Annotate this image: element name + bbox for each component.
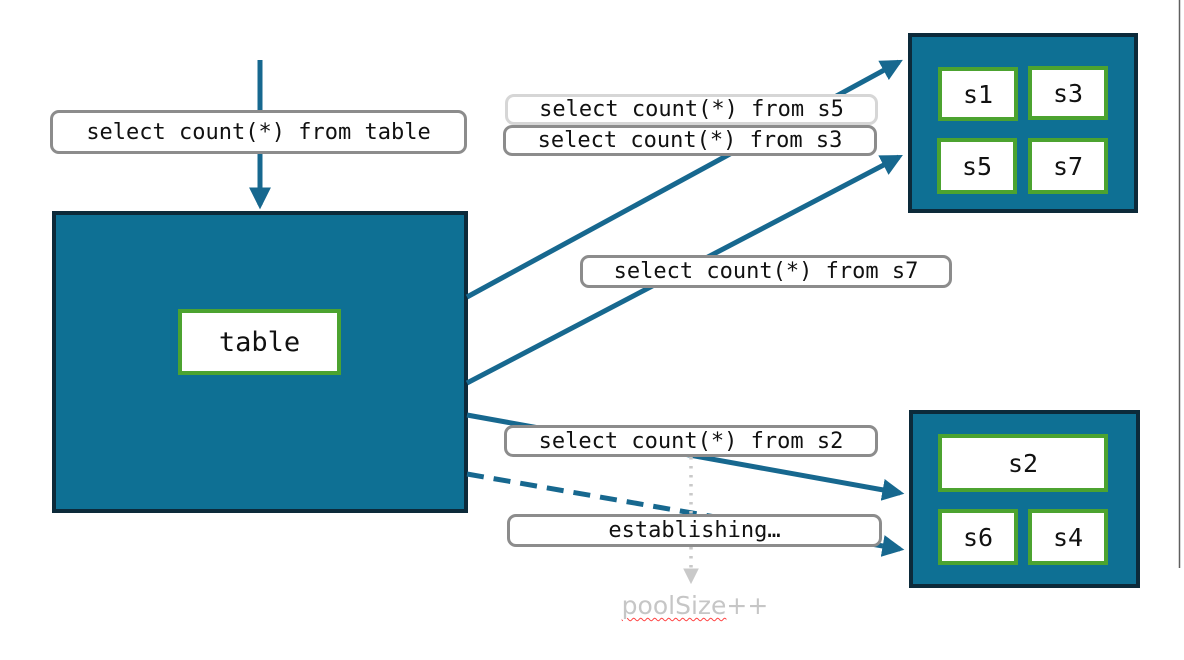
- label-query-table: select count(*) from table: [50, 110, 467, 154]
- shard-box-s6: s6: [938, 509, 1018, 565]
- shard-pool-bottom: s2 s6 s4: [909, 410, 1140, 588]
- label-query-s2-text: select count(*) from s2: [538, 428, 844, 454]
- poolsize-misspelled-word: poolSize: [621, 591, 727, 620]
- label-query-s7-text: select count(*) from s7: [613, 259, 919, 284]
- shard-box-s4: s4: [1028, 509, 1108, 565]
- poolsize-text: poolSize++: [560, 591, 830, 620]
- label-query-s3: select count(*) from s3: [503, 125, 877, 156]
- label-query-table-text: select count(*) from table: [86, 119, 431, 145]
- label-establishing: establishing…: [507, 514, 882, 547]
- shard-box-s1: s1: [938, 67, 1018, 121]
- table-node-label: table: [218, 326, 301, 358]
- label-establishing-text: establishing…: [608, 518, 781, 543]
- label-query-s5: select count(*) from s5: [505, 94, 878, 125]
- shard-label-s5: s5: [961, 151, 993, 181]
- label-query-s3-text: select count(*) from s3: [537, 128, 843, 153]
- shard-label-s3: s3: [1052, 78, 1084, 108]
- shard-box-s2: s2: [938, 434, 1108, 492]
- shard-label-s1: s1: [962, 79, 994, 109]
- shard-box-s3: s3: [1028, 66, 1108, 120]
- table-node-title-box: table: [178, 309, 341, 375]
- shard-pool-top: s1 s3 s5 s7: [908, 33, 1138, 213]
- shard-box-s7: s7: [1028, 138, 1108, 194]
- label-query-s7: select count(*) from s7: [580, 255, 952, 288]
- table-node: table: [52, 211, 468, 513]
- shard-label-s2: s2: [1007, 448, 1039, 478]
- shard-label-s4: s4: [1052, 522, 1084, 552]
- shard-label-s6: s6: [962, 522, 994, 552]
- shard-box-s5: s5: [937, 138, 1017, 194]
- label-query-s5-text: select count(*) from s5: [539, 97, 844, 122]
- poolsize-suffix: ++: [726, 591, 769, 620]
- shard-label-s7: s7: [1052, 151, 1084, 181]
- label-query-s2: select count(*) from s2: [504, 425, 878, 457]
